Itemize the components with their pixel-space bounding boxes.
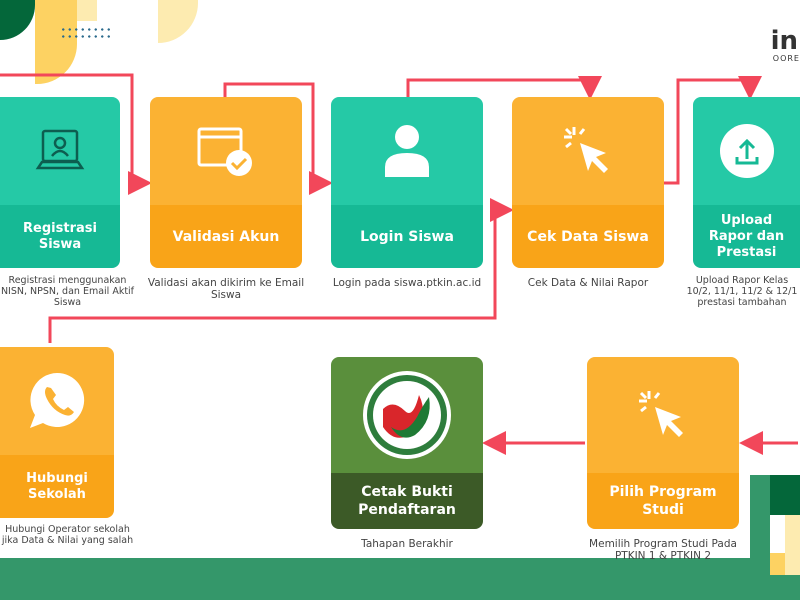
step-description: Registrasi menggunakan NISN, NPSN, dan E… [0,275,135,308]
step-cetak-bukti: Cetak Bukti Pendaftaran [331,357,483,529]
arrow-2-3 [223,82,333,195]
step-description: Tahapan Berakhir [361,538,453,550]
step-upload-rapor: Upload Rapor dan Prestasi [693,97,800,268]
step-title: Pilih Program Studi [587,473,739,529]
arrow-hubungi-cek [48,198,514,343]
user-icon [385,125,429,177]
arrow-4-5 [664,76,762,185]
step-pilih-program-studi: Pilih Program Studi [587,357,739,529]
step-login-siswa: Login Siswa [331,97,483,268]
step-title: Hubungi Sekolah [0,455,114,518]
step-title: Validasi Akun [150,205,302,268]
step-title: Registrasi Siswa [0,205,120,268]
step-description: Login pada siswa.ptkin.ac.id [332,277,482,289]
cursor-click-icon [639,391,683,437]
step-description: Cek Data & Nilai Rapor [527,277,649,289]
bottom-band [0,558,800,600]
step-registrasi-siswa: Registrasi Siswa [0,97,120,268]
upload-icon [719,124,774,178]
arrow-1-2 [0,73,152,195]
arrow-3-4 [406,76,602,100]
whatsapp-icon [30,372,85,428]
decor-dots [60,26,112,38]
window-check-icon [197,127,252,176]
decor-yellow-light [77,0,97,21]
ptkin-logo-icon [363,371,451,459]
brand-logo: in OORE [771,28,800,63]
step-title: Login Siswa [331,205,483,268]
step-cek-data-siswa: Cek Data Siswa [512,97,664,268]
cursor-click-icon [564,127,608,173]
step-hubungi-sekolah: Hubungi Sekolah [0,347,114,518]
step-title: Cetak Bukti Pendaftaran [331,473,483,529]
step-title: Upload Rapor dan Prestasi [693,205,800,268]
step-validasi-akun: Validasi Akun [150,97,302,268]
step-description: Validasi akan dikirim ke Email Siswa [147,277,305,301]
step-title: Cek Data Siswa [512,205,664,268]
logo-text: in [770,26,798,56]
step-description: Upload Rapor Kelas 10/2, 11/1, 11/2 & 12… [686,275,798,308]
step-description: Hubungi Operator sekolah jika Data & Nil… [1,524,134,546]
computer-user-icon [35,129,85,170]
decor-tiles [750,475,800,600]
step-description: Memilih Program Studi Pada PTKIN 1 & PTK… [589,538,737,562]
logo-subtext: OORE [772,54,800,63]
